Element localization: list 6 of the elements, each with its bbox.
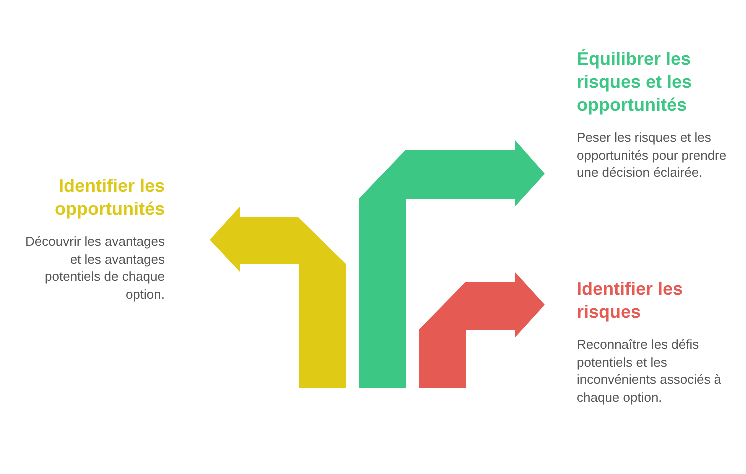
heading: Identifier les opportunités <box>54 175 165 221</box>
heading: Équilibrer les risques et les opportunités <box>577 48 694 117</box>
description: Peser les risques et les opportunités pour prendre une décision éclairée. <box>577 129 727 182</box>
heading: Identifier les risques <box>577 278 684 324</box>
description: Reconnaître les défis potentiels et les inconvénients associés à chaque option. <box>577 336 723 406</box>
description: Découvrir les avantages et les avantages potentiels de chaque option. <box>24 233 165 303</box>
